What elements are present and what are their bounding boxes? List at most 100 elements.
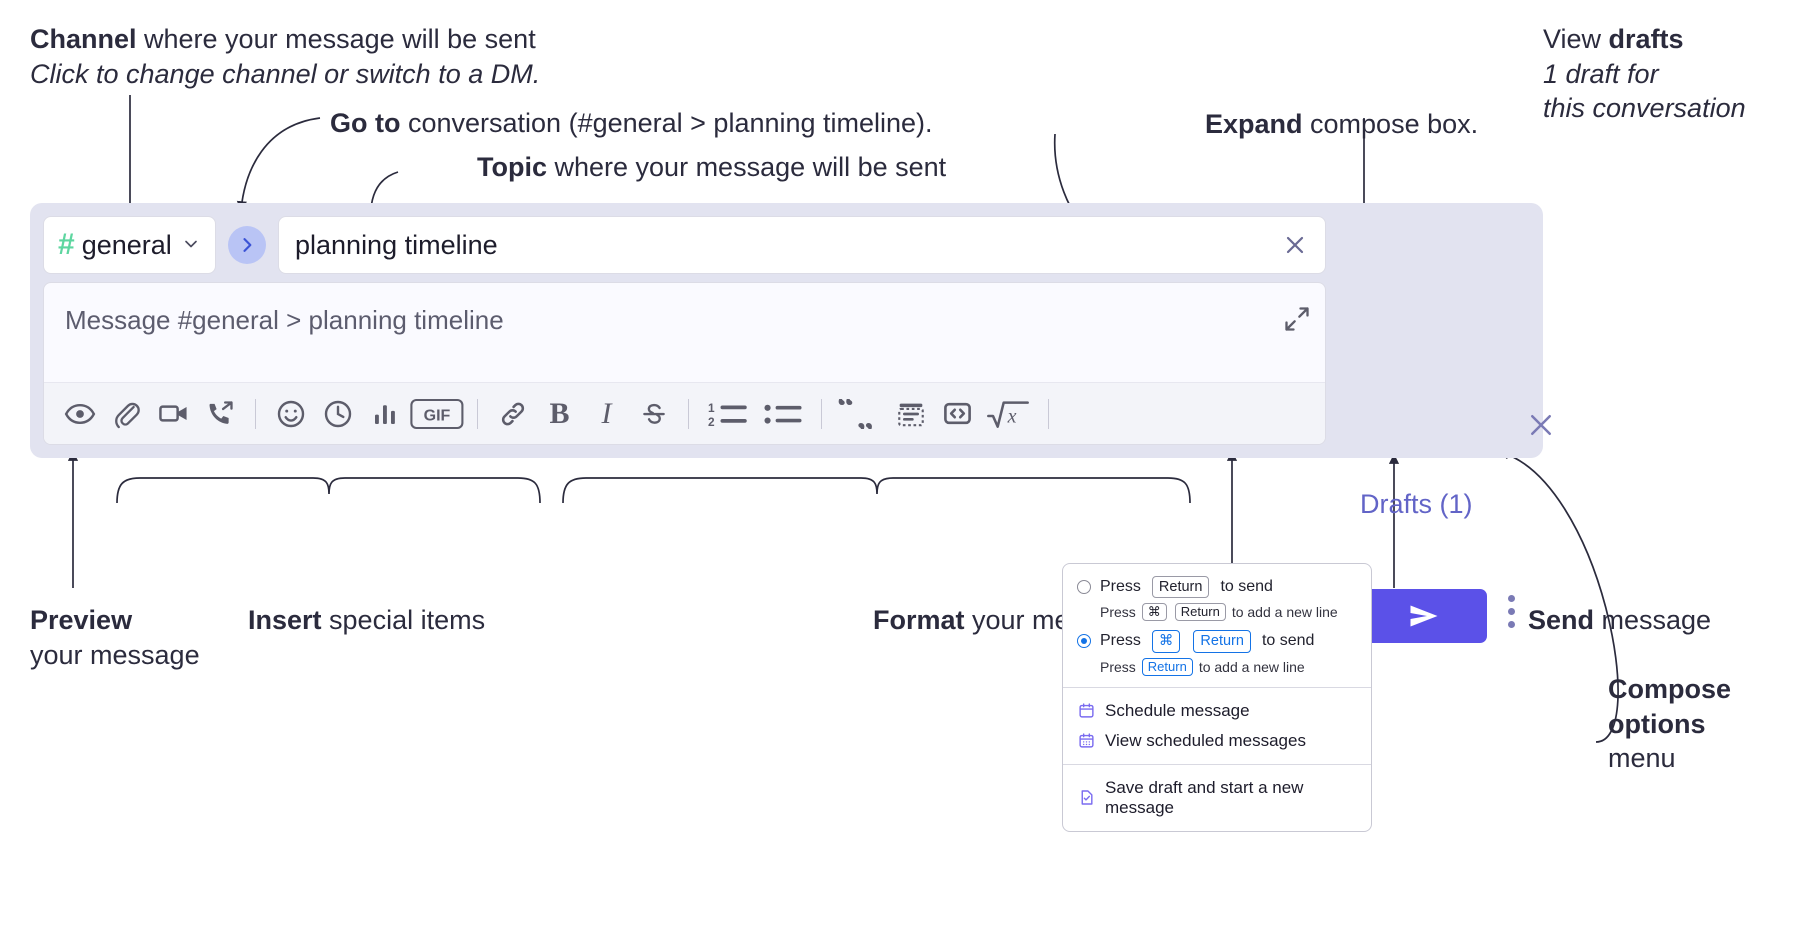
annotation-preview-bold: Preview bbox=[30, 605, 133, 635]
annotation-goto-rest: conversation (#general > planning timeli… bbox=[400, 108, 933, 138]
kebab-dot bbox=[1508, 621, 1515, 628]
gif-icon[interactable]: GIF bbox=[408, 390, 466, 437]
key-return: Return bbox=[1151, 576, 1210, 599]
go-to-conversation-button[interactable] bbox=[228, 226, 266, 264]
link-icon[interactable] bbox=[489, 390, 536, 437]
annotation-compose-options-bold2: options bbox=[1608, 708, 1706, 739]
attachment-icon[interactable] bbox=[103, 390, 150, 437]
quote-icon[interactable]: “ „ bbox=[833, 390, 887, 437]
annotation-compose-options: Compose options menu bbox=[1608, 672, 1808, 776]
annotation-send: Send message bbox=[1528, 603, 1711, 638]
radio-unselected[interactable] bbox=[1077, 580, 1091, 595]
annotation-drafts: View drafts 1 draft for this conversatio… bbox=[1543, 22, 1814, 126]
compose-options-dropdown: Press Return to send Press ⌘ Return to a… bbox=[1062, 563, 1372, 832]
math-icon[interactable]: x bbox=[981, 390, 1037, 437]
channel-selector[interactable]: # general bbox=[43, 216, 216, 274]
annotation-expand: Expand compose box. bbox=[1205, 107, 1478, 142]
calendar-grid-icon bbox=[1077, 732, 1095, 750]
topic-input[interactable]: planning timeline bbox=[278, 216, 1326, 274]
call-forward-icon[interactable] bbox=[197, 390, 244, 437]
option2-press: Press bbox=[1100, 632, 1141, 650]
send-arrow-icon bbox=[1410, 605, 1438, 627]
toolbar-divider bbox=[255, 398, 256, 429]
svg-text:x: x bbox=[1007, 405, 1017, 427]
annotation-channel-bold: Channel bbox=[30, 24, 137, 54]
option2-suffix: to send bbox=[1261, 632, 1315, 650]
menu-item-label: View scheduled messages bbox=[1105, 730, 1306, 750]
send-button[interactable] bbox=[1361, 589, 1487, 643]
kebab-dot bbox=[1508, 608, 1515, 615]
annotation-topic-bold: Topic bbox=[477, 152, 547, 182]
ordered-list-icon[interactable]: 1 2 bbox=[700, 390, 756, 437]
toolbar-divider bbox=[688, 398, 689, 429]
expand-arrows-icon bbox=[1285, 307, 1309, 331]
annotation-insert-rest: special items bbox=[321, 605, 486, 635]
annotation-channel-italic: Click to change channel or switch to a D… bbox=[30, 58, 541, 89]
poll-icon[interactable] bbox=[361, 390, 408, 437]
menu-item-label: Schedule message bbox=[1105, 700, 1250, 720]
channel-name: general bbox=[81, 229, 172, 260]
menu-item-save-draft[interactable]: Save draft and start a new message bbox=[1063, 773, 1371, 823]
option1-suffix: to send bbox=[1220, 578, 1273, 596]
chevron-right-icon bbox=[243, 238, 252, 252]
send-option-cmd-return-hint: Press Return to add a new line bbox=[1063, 655, 1371, 679]
annotation-send-rest: message bbox=[1594, 605, 1712, 635]
radio-selected[interactable] bbox=[1077, 634, 1091, 649]
compose-options-menu-button[interactable] bbox=[1508, 595, 1515, 628]
annotation-goto-bold: Go to bbox=[330, 108, 401, 138]
annotation-drafts-plain: View bbox=[1543, 24, 1609, 54]
close-compose-button[interactable] bbox=[1526, 410, 1556, 445]
toolbar-divider bbox=[821, 398, 822, 429]
italic-icon[interactable]: I bbox=[583, 390, 630, 437]
preview-icon[interactable] bbox=[56, 390, 103, 437]
chevron-down-icon bbox=[181, 230, 201, 261]
menu-item-schedule-message[interactable]: Schedule message bbox=[1063, 696, 1371, 726]
strikethrough-icon[interactable] bbox=[630, 390, 677, 437]
annotation-goto: Go to conversation (#general > planning … bbox=[330, 106, 933, 141]
bullet-list-icon[interactable] bbox=[756, 390, 810, 437]
help-icon[interactable] bbox=[1060, 390, 1107, 437]
clock-icon[interactable] bbox=[314, 390, 361, 437]
menu-item-view-scheduled[interactable]: View scheduled messages bbox=[1063, 726, 1371, 756]
send-option-return[interactable]: Press Return to send bbox=[1063, 574, 1371, 600]
annotation-expand-bold: Expand bbox=[1205, 109, 1303, 139]
menu-divider bbox=[1063, 763, 1371, 765]
annotation-compose-options-plain: menu bbox=[1608, 743, 1676, 774]
code-block-icon[interactable] bbox=[887, 390, 934, 437]
compose-box: Drafts (1) # general planning timeline bbox=[30, 203, 1551, 643]
annotation-topic-rest: where your message will be sent bbox=[547, 152, 947, 182]
inline-code-icon[interactable] bbox=[934, 390, 981, 437]
drafts-link[interactable]: Drafts (1) bbox=[1360, 489, 1473, 519]
topic-value: planning timeline bbox=[295, 229, 498, 260]
option1-press: Press bbox=[1100, 578, 1141, 596]
emoji-icon[interactable] bbox=[267, 390, 314, 437]
compose-header-row: # general planning timeline bbox=[43, 216, 1326, 274]
annotation-expand-rest: compose box. bbox=[1302, 109, 1479, 139]
toolbar-divider bbox=[1048, 398, 1049, 429]
svg-text:“: “ bbox=[837, 399, 854, 425]
video-icon[interactable] bbox=[150, 390, 197, 437]
option2-sub-suffix: to add a new line bbox=[1198, 658, 1305, 675]
save-draft-icon bbox=[1077, 789, 1095, 807]
annotation-preview-rest: your message bbox=[30, 639, 200, 670]
send-option-cmd-return[interactable]: Press ⌘ Return to send bbox=[1063, 628, 1371, 654]
annotation-format-bold: Format bbox=[873, 605, 965, 635]
clear-topic-button[interactable] bbox=[1281, 231, 1309, 259]
expand-compose-button[interactable] bbox=[1283, 305, 1311, 338]
svg-text:„: „ bbox=[857, 399, 874, 429]
option2-sub-press: Press bbox=[1100, 658, 1136, 675]
svg-text:2: 2 bbox=[708, 414, 715, 428]
annotation-insert: Insert special items bbox=[248, 603, 485, 638]
annotation-drafts-bold: drafts bbox=[1608, 24, 1684, 54]
formatting-toolbar: GIF B I bbox=[44, 382, 1325, 444]
hash-icon: # bbox=[58, 228, 75, 261]
calendar-icon bbox=[1077, 702, 1095, 720]
option1-sub-press: Press bbox=[1100, 604, 1136, 621]
key-return: Return bbox=[1193, 630, 1251, 653]
annotation-channel-rest: where your message will be sent bbox=[136, 24, 536, 54]
bold-icon[interactable]: B bbox=[536, 390, 583, 437]
menu-divider bbox=[1063, 686, 1371, 688]
option1-sub-suffix: to add a new line bbox=[1231, 604, 1338, 621]
message-input-area[interactable]: Message #general > planning timeline bbox=[43, 282, 1326, 445]
